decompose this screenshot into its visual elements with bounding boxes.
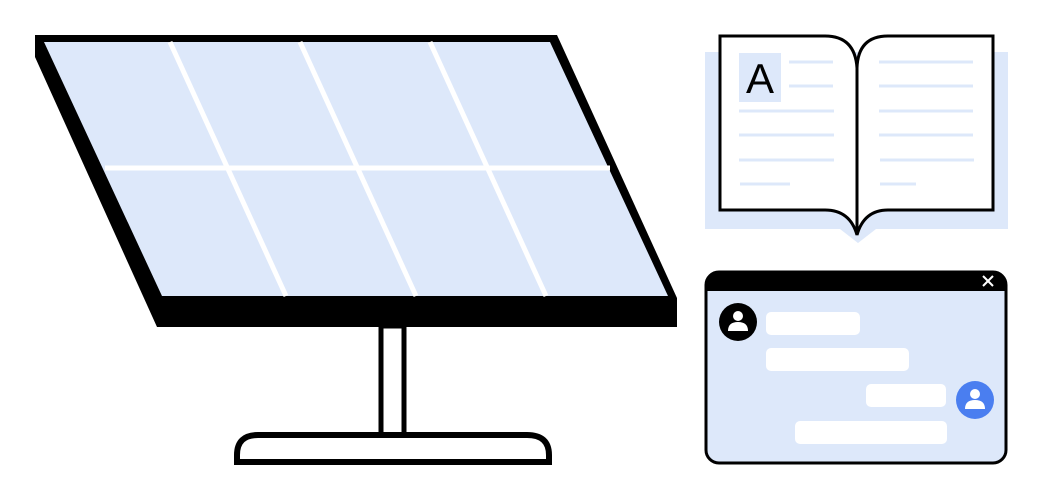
panel-stand: [234, 323, 552, 465]
chat-window: [704, 270, 1008, 465]
text-lines: [739, 60, 974, 186]
open-book: A: [705, 34, 1008, 243]
message-bubble: [766, 348, 909, 371]
initial-letter-box: [739, 53, 781, 102]
user-avatar-icon: [719, 303, 757, 341]
assistant-avatar-icon: [956, 381, 994, 419]
close-icon[interactable]: [982, 275, 994, 287]
message-bubble: [766, 312, 860, 335]
solar-panel: [35, 35, 677, 327]
message-bubble: [795, 421, 947, 444]
chat-title-bar: [706, 272, 1006, 291]
message-bubble: [866, 384, 946, 407]
solar-panel-grid: [105, 40, 610, 298]
initial-letter: A: [746, 55, 774, 102]
